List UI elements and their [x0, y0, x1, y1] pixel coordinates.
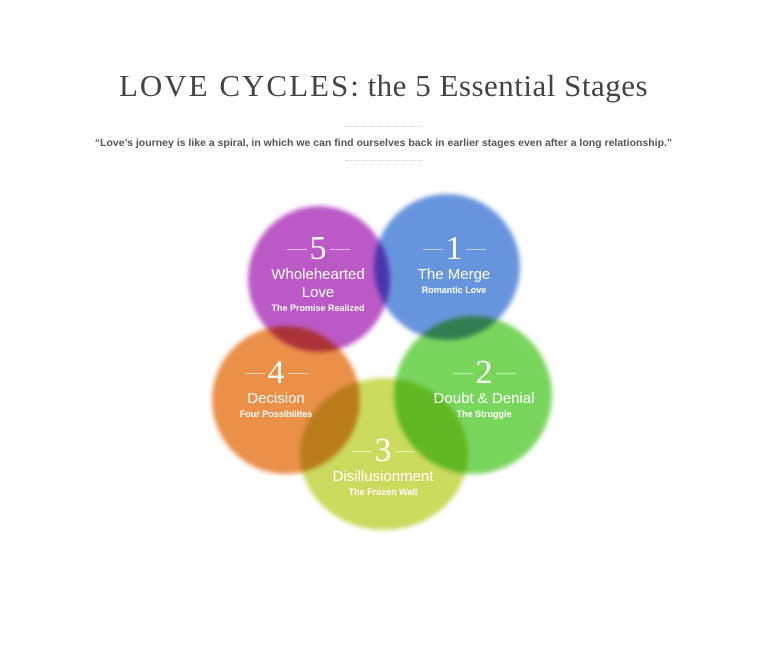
- stage-number: 4: [196, 356, 356, 390]
- page-title: LOVE CYCLES: the 5 Essential Stages: [0, 68, 767, 104]
- stage-name: Disillusionment: [332, 468, 434, 485]
- stage-name: The Merge: [417, 266, 491, 283]
- divider-top: [346, 126, 422, 127]
- stage-2: 2 Doubt & Denial The Struggle: [404, 356, 564, 421]
- title-rest: : the 5 Essential Stages: [350, 68, 649, 103]
- stage-subtitle: The Frozen Wall: [348, 487, 418, 497]
- stage-3: 3 Disillusionment The Frozen Wall: [303, 434, 463, 499]
- stage-subtitle: Romantic Love: [421, 285, 487, 295]
- stage-1: 1 The Merge Romantic Love: [374, 232, 534, 297]
- divider-bottom: [346, 160, 422, 161]
- stage-name: Doubt & Denial: [433, 390, 535, 407]
- stage-4: 4 Decision Four Possibilites: [196, 356, 356, 421]
- stage-subtitle: The Promise Realized: [271, 303, 365, 313]
- stage-subtitle: Four Possibilites: [239, 409, 313, 419]
- circle-stage-3: [300, 378, 468, 530]
- quote: “Love’s journey is like a spiral, in whi…: [94, 137, 673, 149]
- stage-5: 5 Wholehearted Love The Promise Realized: [238, 232, 398, 315]
- stage-number: 3: [303, 434, 463, 468]
- circle-stage-1: [374, 194, 520, 340]
- stage-number: 5: [238, 232, 398, 266]
- title-caps: LOVE CYCLES: [118, 68, 351, 103]
- stage-name: Wholehearted Love: [271, 266, 365, 301]
- stage-number: 2: [404, 356, 564, 390]
- stage-name: Decision: [247, 390, 305, 407]
- stage-number: 1: [374, 232, 534, 266]
- stage-subtitle: The Struggle: [456, 409, 512, 419]
